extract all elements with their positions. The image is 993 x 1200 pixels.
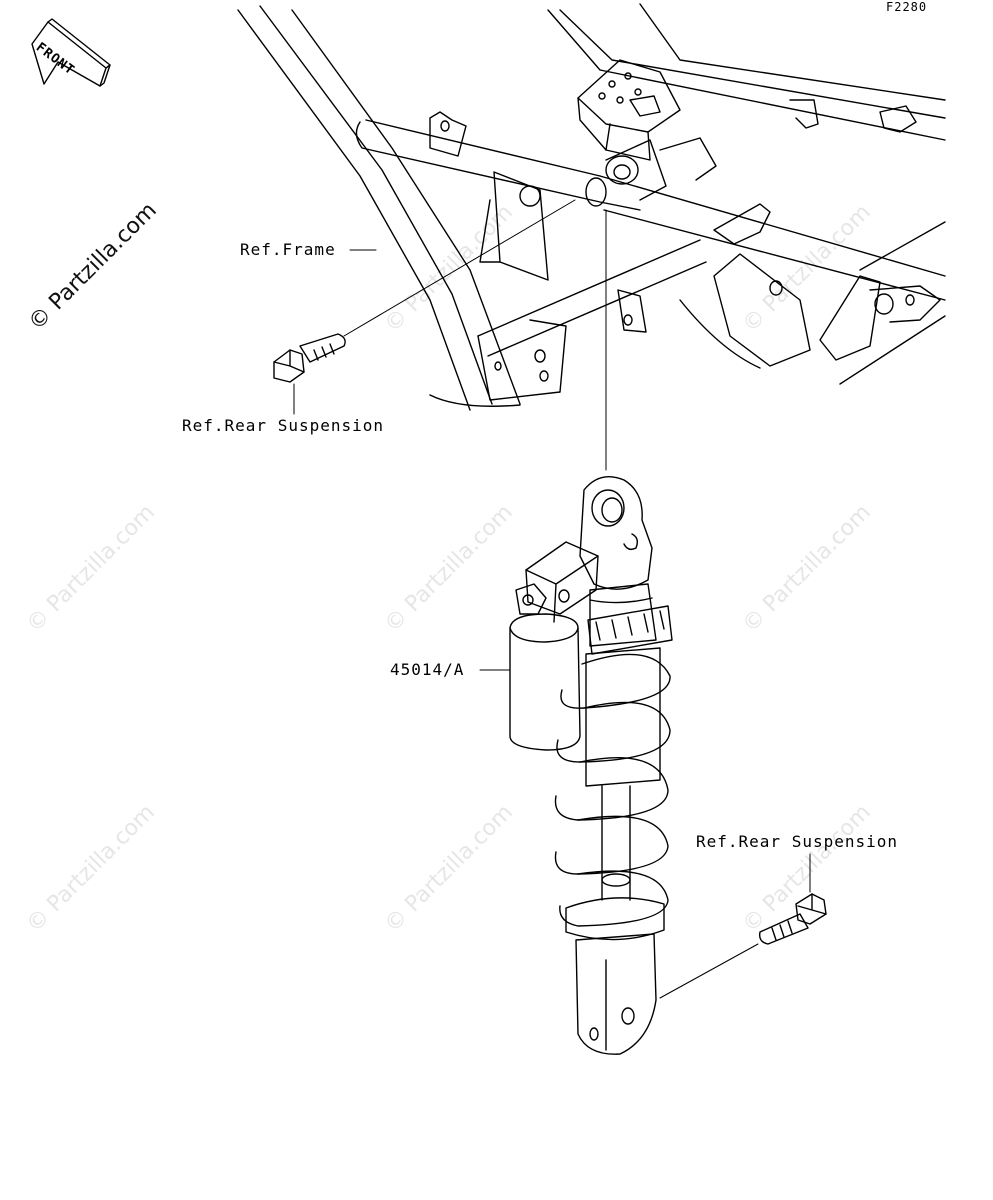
callout-ref-rear-suspension-bottom: Ref.Rear Suspension — [696, 832, 899, 851]
diagram-code: F2280 — [886, 0, 928, 14]
callout-part-number-45014-a: 45014/A — [390, 660, 465, 679]
shock-absorber-drawing — [509, 476, 673, 1055]
lower-bolt-drawing — [659, 853, 827, 999]
callout-ref-rear-suspension-top: Ref.Rear Suspension — [182, 416, 385, 435]
upper-bolt-drawing — [273, 199, 576, 415]
frame-drawing — [237, 3, 946, 411]
front-arrow-icon — [31, 18, 111, 87]
callout-ref-frame: Ref.Frame — [240, 240, 336, 259]
